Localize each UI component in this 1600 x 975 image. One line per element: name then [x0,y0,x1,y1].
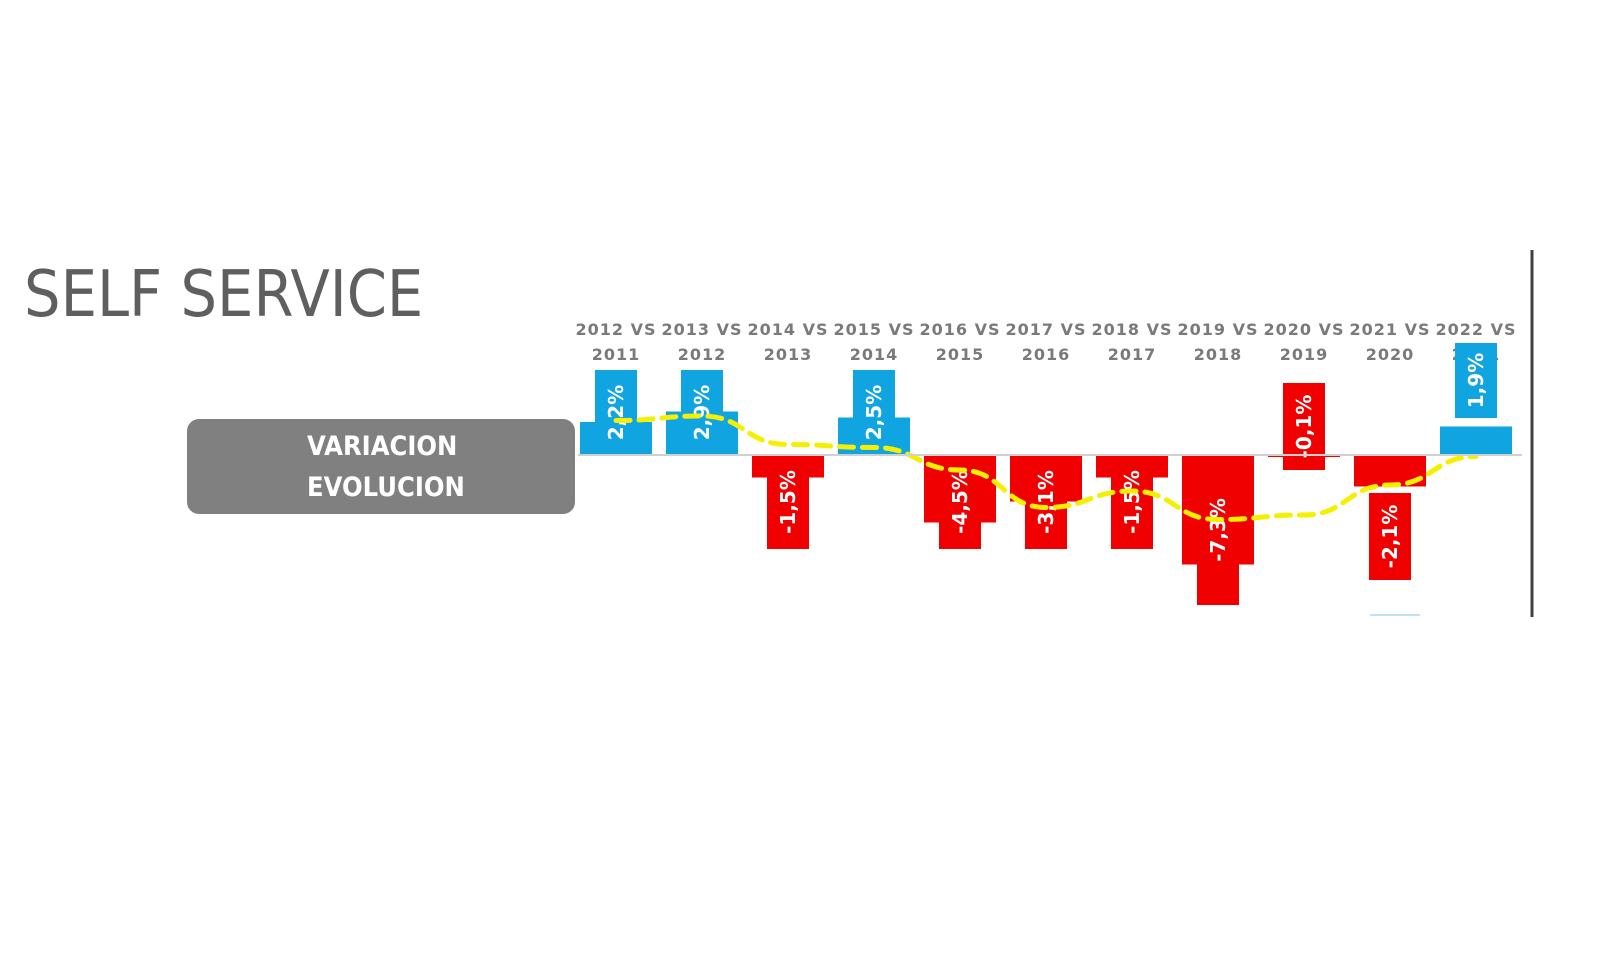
category-label: 2013 [764,345,813,364]
category-label: 2011 [592,345,641,364]
category-label: 2018 [1194,345,1243,364]
data-label: 1,9% [1464,353,1488,408]
data-label: 2,5% [862,385,886,440]
data-label: -0,1% [1292,395,1316,459]
category-label: 2013 VS [661,320,742,339]
legend-evolucion: EVOLUCION [307,472,465,503]
category-label: 2017 VS [1005,320,1086,339]
data-label: -1,5% [1120,470,1144,534]
data-label: -7,3% [1206,498,1230,562]
data-label: 2,2% [604,385,628,440]
value-label-box [681,370,723,455]
category-label: 2012 VS [575,320,656,339]
variation-bar [1440,426,1512,455]
value-label-box [1455,343,1497,418]
category-label: 2015 [936,345,985,364]
category-label: 2019 VS [1177,320,1258,339]
data-label: -1,5% [776,470,800,534]
page-title: SELF SERVICE [24,258,424,332]
data-label: -2,1% [1378,505,1402,569]
value-label-box [1197,455,1239,605]
category-label: 2018 VS [1091,320,1172,339]
legend-variacion: VARIACION [307,431,458,462]
value-label-box [767,455,809,549]
data-label: 2,9% [690,385,714,440]
category-label: 2019 [1280,345,1329,364]
value-label-box [1369,493,1411,580]
category-label: 2015 VS [833,320,914,339]
value-label-box [1025,455,1067,549]
trend-line [613,413,1479,523]
data-label: -4,5% [948,470,972,534]
category-label: 2017 [1108,345,1157,364]
legend-box: VARIACION EVOLUCION [187,419,575,514]
category-label: 2012 [678,345,727,364]
category-label: 2020 VS [1263,320,1344,339]
category-label: 2021 VS [1349,320,1430,339]
category-label: 2016 VS [919,320,1000,339]
category-label: 2022 VS [1435,320,1516,339]
value-label-box [1111,455,1153,549]
category-label: 2016 [1022,345,1071,364]
value-label-box [595,370,637,455]
value-label-box [853,370,895,455]
category-label: 2014 VS [747,320,828,339]
category-label: 2014 [850,345,899,364]
data-label: -3,1% [1034,470,1058,534]
category-label: 2020 [1366,345,1415,364]
